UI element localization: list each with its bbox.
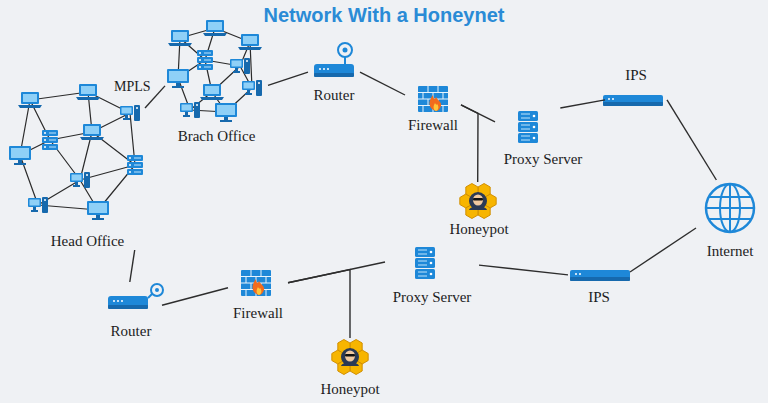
network-link	[162, 288, 228, 305]
network-link	[360, 72, 405, 95]
router-node: Router	[100, 282, 162, 340]
node-label: Honeypot	[449, 220, 508, 238]
node-label: Firewall	[233, 304, 283, 322]
router-icon	[314, 43, 354, 77]
node-label: Honeypot	[320, 380, 379, 398]
firewall-node: Firewall	[228, 266, 288, 322]
head-office-links	[20, 92, 135, 210]
proxy-server-icon	[415, 247, 435, 279]
network-link	[268, 72, 308, 85]
node-label: Brach Office	[178, 127, 256, 145]
firewall-icon	[418, 86, 448, 112]
node-label: Router	[314, 86, 355, 104]
honeypot-icon	[460, 184, 496, 219]
node-label: Proxy Server	[504, 150, 583, 168]
branch-office-devices	[167, 20, 262, 122]
ips-node: IPS	[605, 66, 667, 110]
node-label: Router	[111, 322, 152, 340]
router-node: Router	[308, 44, 360, 104]
firewall-node: Firewall	[405, 82, 461, 134]
network-link	[479, 265, 568, 275]
proxy-server-node: Proxy Server	[385, 244, 479, 306]
office-network: Brach Office	[165, 18, 268, 145]
proxy-server-node: Proxy Server	[495, 108, 591, 168]
honeypot-node: Honeypot	[317, 338, 383, 398]
ips-node: IPS	[568, 264, 630, 306]
network-link	[130, 250, 135, 282]
head-office-devices	[9, 84, 143, 220]
network-link	[288, 270, 350, 339]
node-label: Head Office	[51, 232, 124, 250]
internet-node: Internet	[696, 180, 764, 260]
node-label: IPS	[625, 66, 647, 84]
diagram-title: Network With a Honeynet	[0, 3, 768, 27]
honeypot-icon	[332, 340, 368, 375]
network-link	[630, 228, 696, 272]
network-link	[461, 105, 478, 182]
honeypot-node: Honeypot	[446, 182, 512, 238]
network-link	[560, 100, 605, 108]
node-label: IPS	[588, 288, 610, 306]
link-label: MPLS	[112, 79, 153, 95]
router-icon	[108, 284, 163, 309]
office-network: Head Office	[30, 82, 145, 250]
node-label: Internet	[707, 242, 754, 260]
firewall-icon	[241, 270, 271, 296]
network-link	[667, 100, 716, 180]
ips-icon	[570, 270, 630, 281]
branch-office-links	[178, 28, 252, 112]
ips-icon	[603, 95, 663, 106]
node-label: Firewall	[408, 116, 458, 134]
proxy-server-icon	[518, 111, 538, 143]
internet-globe	[706, 184, 754, 232]
node-label: Proxy Server	[393, 288, 472, 306]
